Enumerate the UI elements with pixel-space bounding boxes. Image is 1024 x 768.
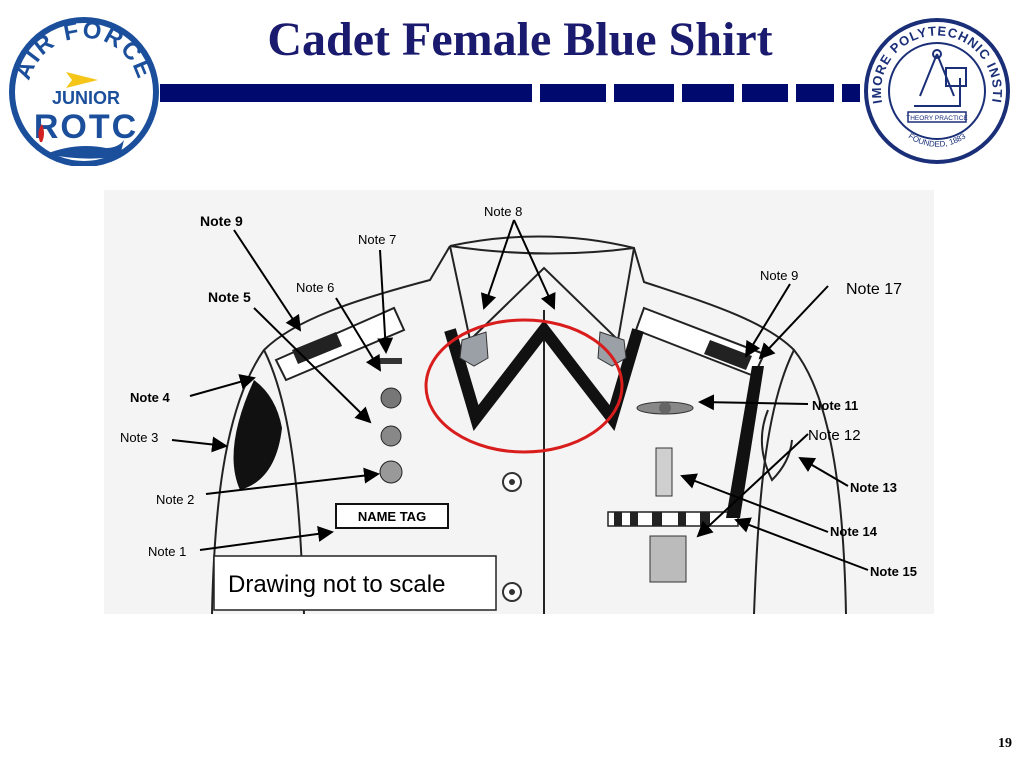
note-3: Note 3 (120, 430, 158, 445)
motto-ribbon (907, 111, 967, 123)
wings-badge-icon (636, 401, 694, 415)
arrow-emblem-icon (66, 72, 98, 88)
badge-icon (380, 425, 402, 447)
note-11: Note 11 (812, 398, 858, 413)
ribbon-rack (607, 511, 739, 527)
shirt-button-lower (502, 582, 522, 602)
note-4: Note 4 (130, 390, 171, 405)
collar-insignia-right (597, 331, 627, 367)
note-2: Note 2 (156, 492, 194, 507)
left-sleeve-patch (233, 380, 282, 490)
poly-seal-logo: BALTIMORE POLYTECHNIC INSTITUTE THEORY P… (857, 4, 1012, 166)
ribbon-bar-icon (380, 358, 402, 364)
leader-arrows (171, 219, 869, 571)
name-tag-label: NAME TAG (358, 509, 426, 524)
disclaimer-box (213, 555, 497, 611)
collar-insignia-left (459, 331, 489, 367)
title-divider (160, 84, 860, 102)
afjrotc-junior: JUNIOR (52, 88, 120, 108)
page-number: 19 (998, 736, 1012, 751)
shirt-outline (211, 235, 847, 615)
name-tag (335, 503, 449, 529)
compass-square-icon (914, 49, 967, 107)
afjrotc-logo-graphic: AIR FORCE JUNIOR ROTC (9, 16, 159, 167)
note-6: Note 6 (296, 280, 334, 295)
badge-icon (380, 387, 402, 409)
page-title: Cadet Female Blue Shirt (267, 13, 773, 66)
note-13: Note 13 (850, 480, 897, 495)
note-9-left: Note 9 (200, 213, 243, 229)
note-15: Note 15 (870, 564, 917, 579)
shirt-button-upper (502, 472, 522, 492)
note-1: Note 1 (148, 544, 186, 559)
pocket-badge-icon (649, 535, 687, 583)
poly-seal-graphic: BALTIMORE POLYTECHNIC INSTITUTE THEORY P… (857, 4, 1010, 164)
note-17: Note 17 (846, 281, 902, 298)
afjrotc-rotc: ROTC (34, 108, 138, 146)
right-sleeve-patch (760, 409, 793, 482)
disclaimer-text: Drawing not to scale (228, 571, 445, 598)
note-5: Note 5 (208, 289, 251, 305)
shirt-diagram-svg: NAME TAG Note 9 Note 7 Note 8 Note 5 Not… (120, 204, 917, 615)
note-9-right: Note 9 (760, 268, 798, 283)
uniform-diagram: NAME TAG Note 9 Note 7 Note 8 Note 5 Not… (104, 190, 934, 615)
note-14: Note 14 (830, 524, 878, 539)
right-shoulder-mark (704, 340, 752, 370)
note-8: Note 8 (484, 204, 522, 219)
left-shoulder-mark (292, 332, 342, 364)
collar-highlight-circle (424, 318, 624, 454)
poly-seal-motto: THEORY PRACTICE (906, 115, 968, 122)
note-12: Note 12 (808, 427, 861, 444)
lamp-of-knowledge-icon (38, 124, 124, 159)
afjrotc-logo: AIR FORCE JUNIOR ROTC (6, 16, 162, 167)
cord-badge-icon (655, 447, 673, 497)
note-7: Note 7 (358, 232, 396, 247)
badge-icon (379, 460, 403, 484)
